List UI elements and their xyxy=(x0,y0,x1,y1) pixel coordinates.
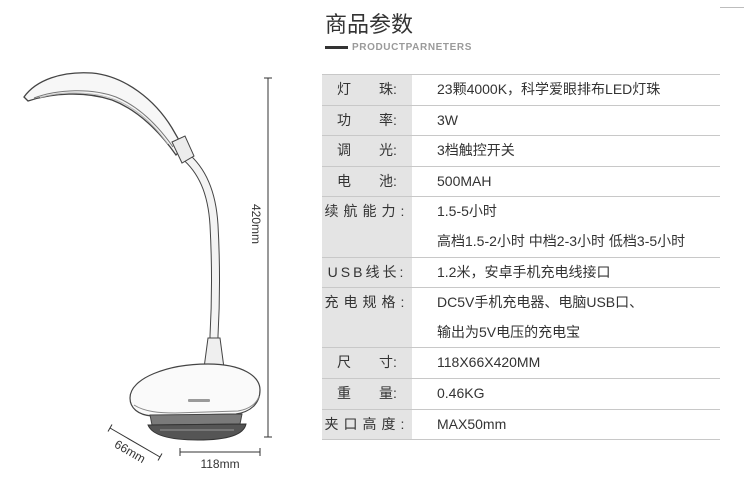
spec-value: 3档触控开关 xyxy=(437,142,515,159)
lamp-drawing: 420mm 118mm 66mm xyxy=(23,72,272,471)
dimension-width-label: 118mm xyxy=(200,457,239,471)
dimension-width xyxy=(179,448,261,456)
spec-label: 夹口高度: xyxy=(322,409,412,440)
spec-label: USB线长: xyxy=(322,257,412,288)
spec-value: 0.46KG xyxy=(437,384,485,401)
lamp-head xyxy=(23,72,184,157)
spec-label: 功 率: xyxy=(322,105,412,136)
spec-row-runtime: 续航能力: 1.5-5小时 高档1.5-2小时 中档2-3小时 低档3-5小时 xyxy=(322,196,720,257)
spec-label: 灯 珠: xyxy=(322,75,412,105)
spec-value: 500MAH xyxy=(437,172,492,189)
spec-value: 1.5-5小时 xyxy=(437,203,497,220)
spec-value: 118X66X420MM xyxy=(437,354,541,371)
spec-table: 灯 珠: 23颗4000K，科学爱眼排布LED灯珠 功 率: 3W 调 光: 3… xyxy=(322,74,720,441)
spec-row-led: 灯 珠: 23颗4000K，科学爱眼排布LED灯珠 xyxy=(322,74,720,105)
clip-lower-jaw xyxy=(147,423,247,441)
spec-row-power: 功 率: 3W xyxy=(322,104,720,136)
spec-value-cell: 0.46KG xyxy=(412,379,720,409)
spec-value-cell: 118X66X420MM xyxy=(412,348,720,378)
spec-value: 高档1.5-2小时 中档2-3小时 低档3-5小时 xyxy=(437,232,686,249)
spec-row-charging: 充电规格: DC5V手机充电器、电脑USB口、 输出为5V电压的充电宝 xyxy=(322,287,720,348)
spec-value: 1.2米，安卓手机充电线接口 xyxy=(437,263,611,280)
brand-logo-mark xyxy=(188,399,210,402)
spec-value: 3W xyxy=(437,111,458,128)
spec-value-cell: 1.2米，安卓手机充电线接口 xyxy=(412,258,720,288)
lamp-neck xyxy=(181,152,219,362)
spec-row-weight: 重 量: 0.46KG xyxy=(322,377,720,409)
spec-label: 电 池: xyxy=(322,166,412,197)
spec-row-dimming: 调 光: 3档触控开关 xyxy=(322,135,720,166)
spec-value: DC5V手机充电器、电脑USB口、 xyxy=(437,294,644,311)
spec-value-cell: 3W xyxy=(412,106,720,136)
page-subtitle: PRODUCTPARNETERS xyxy=(352,42,472,53)
spec-label: 充电规格: xyxy=(322,288,412,348)
lamp-led-panel-inner xyxy=(39,92,169,145)
spec-value-cell: DC5V手机充电器、电脑USB口、 输出为5V电压的充电宝 xyxy=(412,288,720,347)
dimension-height-label: 420mm xyxy=(249,204,263,244)
spec-value-cell: 23颗4000K，科学爱眼排布LED灯珠 xyxy=(412,75,720,105)
clip-upper-jaw xyxy=(149,413,243,426)
spec-value: MAX50mm xyxy=(437,415,507,432)
spec-label: 调 光: xyxy=(322,136,412,166)
spec-row-clip-height: 夹口高度: MAX50mm xyxy=(322,408,720,440)
dimension-depth xyxy=(107,424,163,461)
lamp-base-rim xyxy=(133,395,260,414)
spec-value-cell: MAX50mm xyxy=(412,410,720,440)
spec-row-battery: 电 池: 500MAH xyxy=(322,165,720,197)
spec-row-size: 尺 寸: 118X66X420MM xyxy=(322,347,720,378)
spec-row-usb-length: USB线长: 1.2米，安卓手机充电线接口 xyxy=(322,256,720,288)
lamp-base xyxy=(129,363,261,417)
title-accent-bar xyxy=(325,46,348,49)
spec-value-cell: 500MAH xyxy=(412,167,720,197)
dimension-height xyxy=(264,77,272,438)
lamp-led-panel xyxy=(33,90,174,148)
dimension-depth-label: 66mm xyxy=(112,437,148,466)
page-title: 商品参数 xyxy=(325,12,414,37)
lamp-head-joint xyxy=(171,135,195,164)
spec-label: 续航能力: xyxy=(322,197,412,257)
spec-value: 23颗4000K，科学爱眼排布LED灯珠 xyxy=(437,81,661,97)
corner-divider xyxy=(720,7,744,8)
spec-value-cell: 1.5-5小时 高档1.5-2小时 中档2-3小时 低档3-5小时 xyxy=(412,197,720,256)
spec-value: 输出为5V电压的充电宝 xyxy=(437,323,581,340)
spec-label: 尺 寸: xyxy=(322,348,412,378)
spec-label: 重 量: xyxy=(322,378,412,409)
spec-value-cell: 3档触控开关 xyxy=(412,136,720,166)
